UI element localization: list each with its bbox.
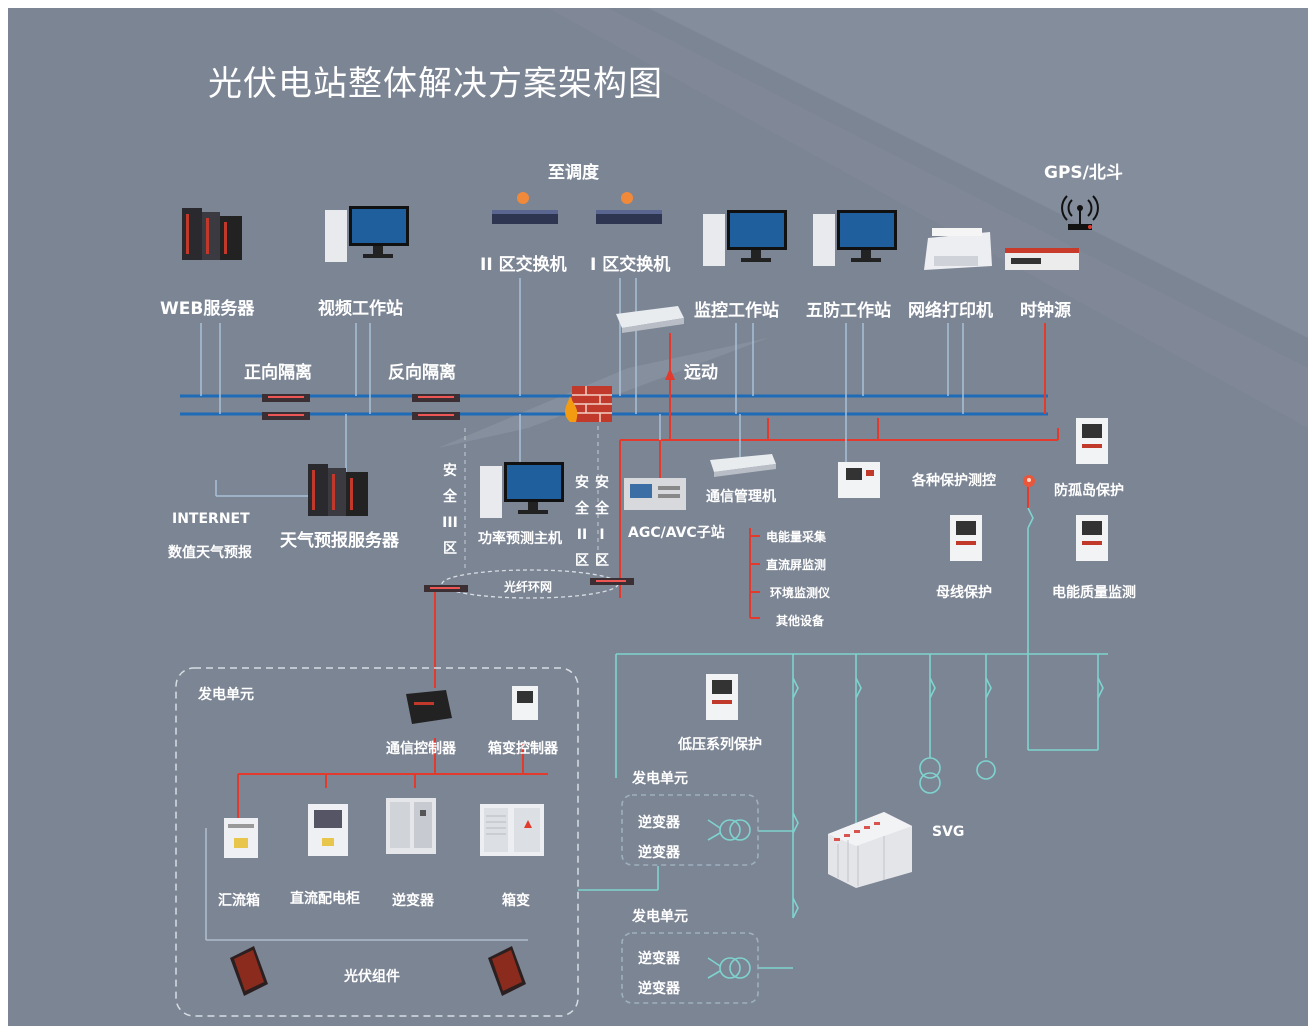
forward-isolation-label: 正向隔离 xyxy=(244,363,312,383)
unit-b-inverter-2: 逆变器 xyxy=(638,981,680,997)
switch-icon xyxy=(710,454,776,477)
box-transformer-label: 箱变 xyxy=(502,893,530,909)
gps-label: GPS/北斗 xyxy=(1044,163,1123,183)
switch-icon xyxy=(616,306,684,333)
zone2-label: 安全II区 xyxy=(575,475,589,569)
dc-cabinet-icon xyxy=(308,804,348,856)
lv-protect-label: 低压系列保护 xyxy=(678,737,762,753)
workstation-icon xyxy=(813,210,897,266)
printer-icon xyxy=(924,228,992,270)
pv-module-label: 光伏组件 xyxy=(344,969,400,985)
printer-label: 网络打印机 xyxy=(908,301,993,321)
clock-source-icon xyxy=(1005,248,1079,270)
nwp-label: 数值天气预报 xyxy=(168,545,252,561)
inverter-cabinet-icon xyxy=(624,478,686,510)
zone3-label: 安全III区 xyxy=(442,463,458,557)
firewall-icon xyxy=(565,386,612,422)
monitor-station-label: 监控工作站 xyxy=(694,301,779,321)
comm-controller-icon xyxy=(406,690,452,724)
workstation-icon xyxy=(480,462,564,518)
protection-relay-icon xyxy=(512,686,538,720)
inverter-label: 逆变器 xyxy=(392,893,434,909)
remote-label: 远动 xyxy=(684,363,718,383)
dc-monitor-label: 直流屏监测 xyxy=(766,558,827,572)
isolator-icon xyxy=(412,394,460,420)
combiner-box-icon xyxy=(224,818,258,858)
weather-server-label: 天气预报服务器 xyxy=(280,531,399,551)
combiner-label: 汇流箱 xyxy=(218,893,260,909)
station-bus xyxy=(180,394,1048,416)
bus-protect-label: 母线保护 xyxy=(936,585,992,601)
isolator-icon xyxy=(590,578,634,585)
workstation-icon xyxy=(703,210,787,266)
unit-b-inverter-1: 逆变器 xyxy=(638,951,680,967)
box-transformer-icon xyxy=(480,804,544,856)
protection-relay-icon xyxy=(950,515,982,561)
inverter-cabinet-icon xyxy=(386,798,436,854)
five-defense-label: 五防工作站 xyxy=(806,301,891,321)
switch-zone2-label: II 区交换机 xyxy=(480,255,567,275)
gen-unit-title: 发电单元 xyxy=(198,687,254,703)
switch-zone1-label: I 区交换机 xyxy=(590,255,671,275)
antenna-icon xyxy=(1061,195,1099,230)
other-devices-label: 其他设备 xyxy=(776,614,825,628)
web-server-label: WEB服务器 xyxy=(160,299,255,319)
diagram-canvas: 光伏电站整体解决方案架构图 至调度 GPS/北斗 WEB服务器 视频工作站 II… xyxy=(8,8,1308,1026)
energy-collect-label: 电能量采集 xyxy=(766,530,827,544)
env-monitor-label: 环境监测仪 xyxy=(770,586,831,600)
server-rack-icon xyxy=(308,464,368,516)
diagram-lines xyxy=(175,8,1308,1017)
zone1-label: 安全I区 xyxy=(595,475,609,569)
switch-icon xyxy=(492,192,558,224)
reverse-isolation-label: 反向隔离 xyxy=(388,363,456,383)
anti-island-label: 防孤岛保护 xyxy=(1054,483,1124,499)
internet-label: INTERNET xyxy=(172,511,250,527)
dispatch-label: 至调度 xyxy=(548,163,599,183)
power-forecast-label: 功率预测主机 xyxy=(478,531,562,547)
pv-panel-icon xyxy=(488,946,526,996)
fiber-ring-label: 光纤环网 xyxy=(504,580,553,594)
clock-source-label: 时钟源 xyxy=(1020,301,1071,321)
unit-a-inverter-2: 逆变器 xyxy=(638,845,680,861)
svg-label: SVG xyxy=(932,824,965,840)
agc-label: AGC/AVC子站 xyxy=(628,525,725,541)
protection-relay-icon xyxy=(1076,515,1108,561)
protections-label: 各种保护测控 xyxy=(912,473,996,489)
pv-panel-icon xyxy=(230,946,268,996)
unit-b-title: 发电单元 xyxy=(632,909,688,925)
workstation-icon xyxy=(325,206,409,262)
comm-controller-label: 通信控制器 xyxy=(386,741,456,757)
svg-cabinet-icon xyxy=(828,812,912,888)
alarm-icon xyxy=(1023,475,1035,487)
page-title: 光伏电站整体解决方案架构图 xyxy=(208,64,663,104)
video-station-label: 视频工作站 xyxy=(318,299,403,319)
isolator-icon xyxy=(424,585,468,592)
server-rack-icon xyxy=(182,208,242,260)
protection-relay-icon xyxy=(1076,418,1108,464)
power-quality-label: 电能质量监测 xyxy=(1052,585,1136,601)
box-controller-label: 箱变控制器 xyxy=(488,741,558,757)
switch-icon xyxy=(596,192,662,224)
isolator-icon xyxy=(262,394,310,420)
protection-relay-icon xyxy=(706,674,738,720)
unit-a-inverter-1: 逆变器 xyxy=(638,815,680,831)
dc-cabinet-label: 直流配电柜 xyxy=(290,891,360,907)
protection-relay-icon xyxy=(838,462,880,498)
unit-a-title: 发电单元 xyxy=(632,771,688,787)
comm-manager-label: 通信管理机 xyxy=(706,489,776,505)
